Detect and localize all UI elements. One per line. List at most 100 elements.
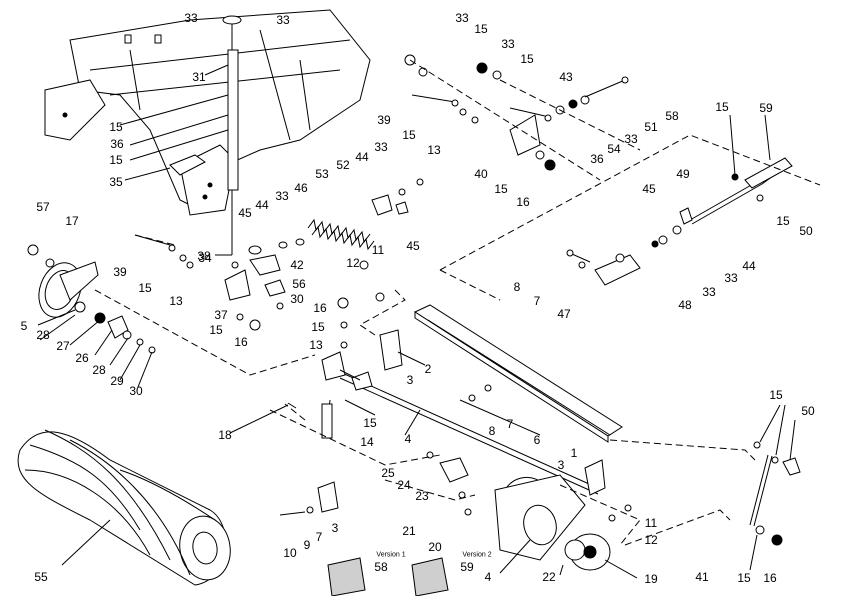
version-1-label: Version 1 [376, 551, 406, 559]
main-shaft [287, 260, 599, 495]
callout-33: 33 [702, 285, 716, 299]
version-2-label: Version 2 [462, 551, 492, 559]
callout-33: 33 [724, 271, 738, 285]
callout-4: 4 [484, 570, 492, 584]
callout-47: 47 [557, 307, 571, 321]
callout-13: 13 [169, 294, 183, 308]
callout-3: 3 [406, 373, 414, 387]
callout-56: 56 [292, 277, 306, 291]
callout-11: 11 [371, 243, 385, 257]
callout-53: 53 [315, 167, 329, 181]
callout-13: 13 [427, 143, 441, 157]
callout-37: 37 [214, 308, 228, 322]
callout-52: 52 [336, 158, 350, 172]
callout-43: 43 [559, 70, 573, 84]
callout-12: 12 [346, 256, 360, 270]
callout-11: 11 [644, 516, 658, 530]
callout-22: 22 [542, 570, 556, 584]
leader-lines [37, 64, 796, 579]
callout-6: 6 [533, 433, 541, 447]
callout-50: 50 [801, 404, 815, 418]
callout-58: 58 [665, 109, 679, 123]
callout-42: 42 [290, 258, 304, 272]
callout-33: 33 [374, 140, 388, 154]
bed-bar [413, 304, 623, 443]
callout-24: 24 [397, 478, 411, 492]
callout-9: 9 [303, 538, 311, 552]
callout-7: 7 [533, 294, 541, 308]
callout-44: 44 [255, 198, 269, 212]
callout-49: 49 [676, 167, 690, 181]
callout-15: 15 [311, 320, 325, 334]
callout-12: 12 [644, 533, 658, 547]
callout-26: 26 [75, 351, 89, 365]
lift-rod [169, 15, 242, 255]
upper-linkage [404, 54, 629, 171]
callout-28: 28 [92, 363, 106, 377]
callout-3: 3 [331, 521, 339, 535]
callout-1: 1 [570, 446, 578, 460]
callout-27: 27 [56, 339, 70, 353]
callout-25: 25 [381, 466, 395, 480]
callout-33: 33 [276, 13, 290, 27]
callout-18: 18 [218, 428, 232, 442]
callout-34: 34 [198, 251, 212, 265]
callout-45: 45 [642, 182, 656, 196]
callout-57: 57 [36, 200, 50, 214]
callout-30: 30 [129, 384, 143, 398]
callout-5: 5 [20, 319, 28, 333]
callout-50: 50 [799, 224, 813, 238]
callout-51: 51 [644, 120, 658, 134]
callout-31: 31 [192, 70, 206, 84]
callout-16: 16 [313, 301, 327, 315]
callout-59: 59 [759, 101, 773, 115]
callout-17: 17 [65, 214, 79, 228]
callout-13: 13 [309, 338, 323, 352]
callout-15: 15 [138, 281, 152, 295]
spring [307, 178, 424, 251]
callout-3: 3 [557, 458, 565, 472]
callout-58: 58 [374, 560, 388, 574]
callout-33: 33 [501, 37, 515, 51]
callout-15: 15 [737, 571, 751, 585]
callout-8: 8 [513, 280, 521, 294]
callout-48: 48 [678, 298, 692, 312]
callout-55: 55 [34, 570, 48, 584]
callout-59: 59 [460, 560, 474, 574]
reel-cylinder [17, 429, 231, 586]
callout-36: 36 [110, 137, 124, 151]
right-link [749, 441, 801, 546]
callout-14: 14 [360, 435, 374, 449]
callout-30: 30 [290, 292, 304, 306]
callout-15: 15 [520, 52, 534, 66]
callout-20: 20 [428, 540, 442, 554]
callout-35: 35 [109, 175, 123, 189]
callout-15: 15 [363, 416, 377, 430]
callout-7: 7 [506, 417, 514, 431]
callout-15: 15 [109, 153, 123, 167]
callout-39: 39 [377, 113, 391, 127]
callout-4: 4 [404, 432, 412, 446]
callout-7: 7 [315, 530, 323, 544]
callout-33: 33 [455, 11, 469, 25]
callout-33: 33 [624, 132, 638, 146]
callout-16: 16 [763, 571, 777, 585]
callout-33: 33 [275, 189, 289, 203]
callout-54: 54 [607, 142, 621, 156]
version-decals [327, 557, 449, 596]
callout-29: 29 [110, 374, 124, 388]
callout-15: 15 [715, 100, 729, 114]
callout-8: 8 [488, 424, 496, 438]
hardware-left [134, 234, 305, 331]
callout-45: 45 [406, 239, 420, 253]
callout-36: 36 [590, 152, 604, 166]
callout-44: 44 [355, 150, 369, 164]
side-wheel [27, 244, 156, 354]
callout-38: 38 [197, 249, 211, 263]
callout-15: 15 [402, 128, 416, 142]
callout-28: 28 [36, 328, 50, 342]
callout-40: 40 [474, 167, 488, 181]
assembly-lines [94, 59, 821, 546]
